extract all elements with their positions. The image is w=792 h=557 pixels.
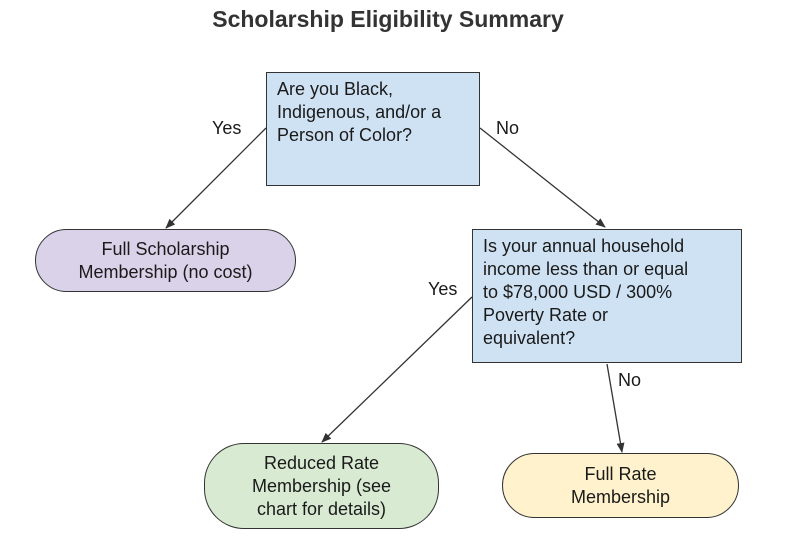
edge-label-q1-yes: Yes [212,118,242,138]
outcome-full-scholarship: Full Scholarship Membership (no cost) [35,229,296,292]
outcome-full-rate: Full Rate Membership [502,453,739,518]
decision-bipoc-text: Are you Black, Indigenous, and/or a Pers… [277,79,442,145]
decision-box-bipoc: Are you Black, Indigenous, and/or a Pers… [266,72,480,186]
edge-label-q2-yes: Yes [428,279,458,299]
edge-label-q2-no: No [618,370,642,390]
arrow-q1-no [479,127,606,228]
decision-income-text: Is your annual household income less tha… [483,236,689,348]
decision-box-income: Is your annual household income less tha… [472,229,742,363]
arrow-q1-yes [165,127,267,229]
outcome-full-scholarship-text: Full Scholarship Membership (no cost) [78,238,253,282]
diagram-title: Scholarship Eligibility Summary [212,6,564,32]
arrow-q2-no [606,363,625,453]
arrow-q2-yes [321,296,473,443]
edge-label-q1-no: No [496,118,520,138]
outcome-reduced-rate: Reduced Rate Membership (see chart for d… [204,443,439,529]
outcome-full-rate-text: Full Rate Membership [570,463,671,507]
outcome-reduced-rate-text: Reduced Rate Membership (see chart for d… [251,452,392,519]
